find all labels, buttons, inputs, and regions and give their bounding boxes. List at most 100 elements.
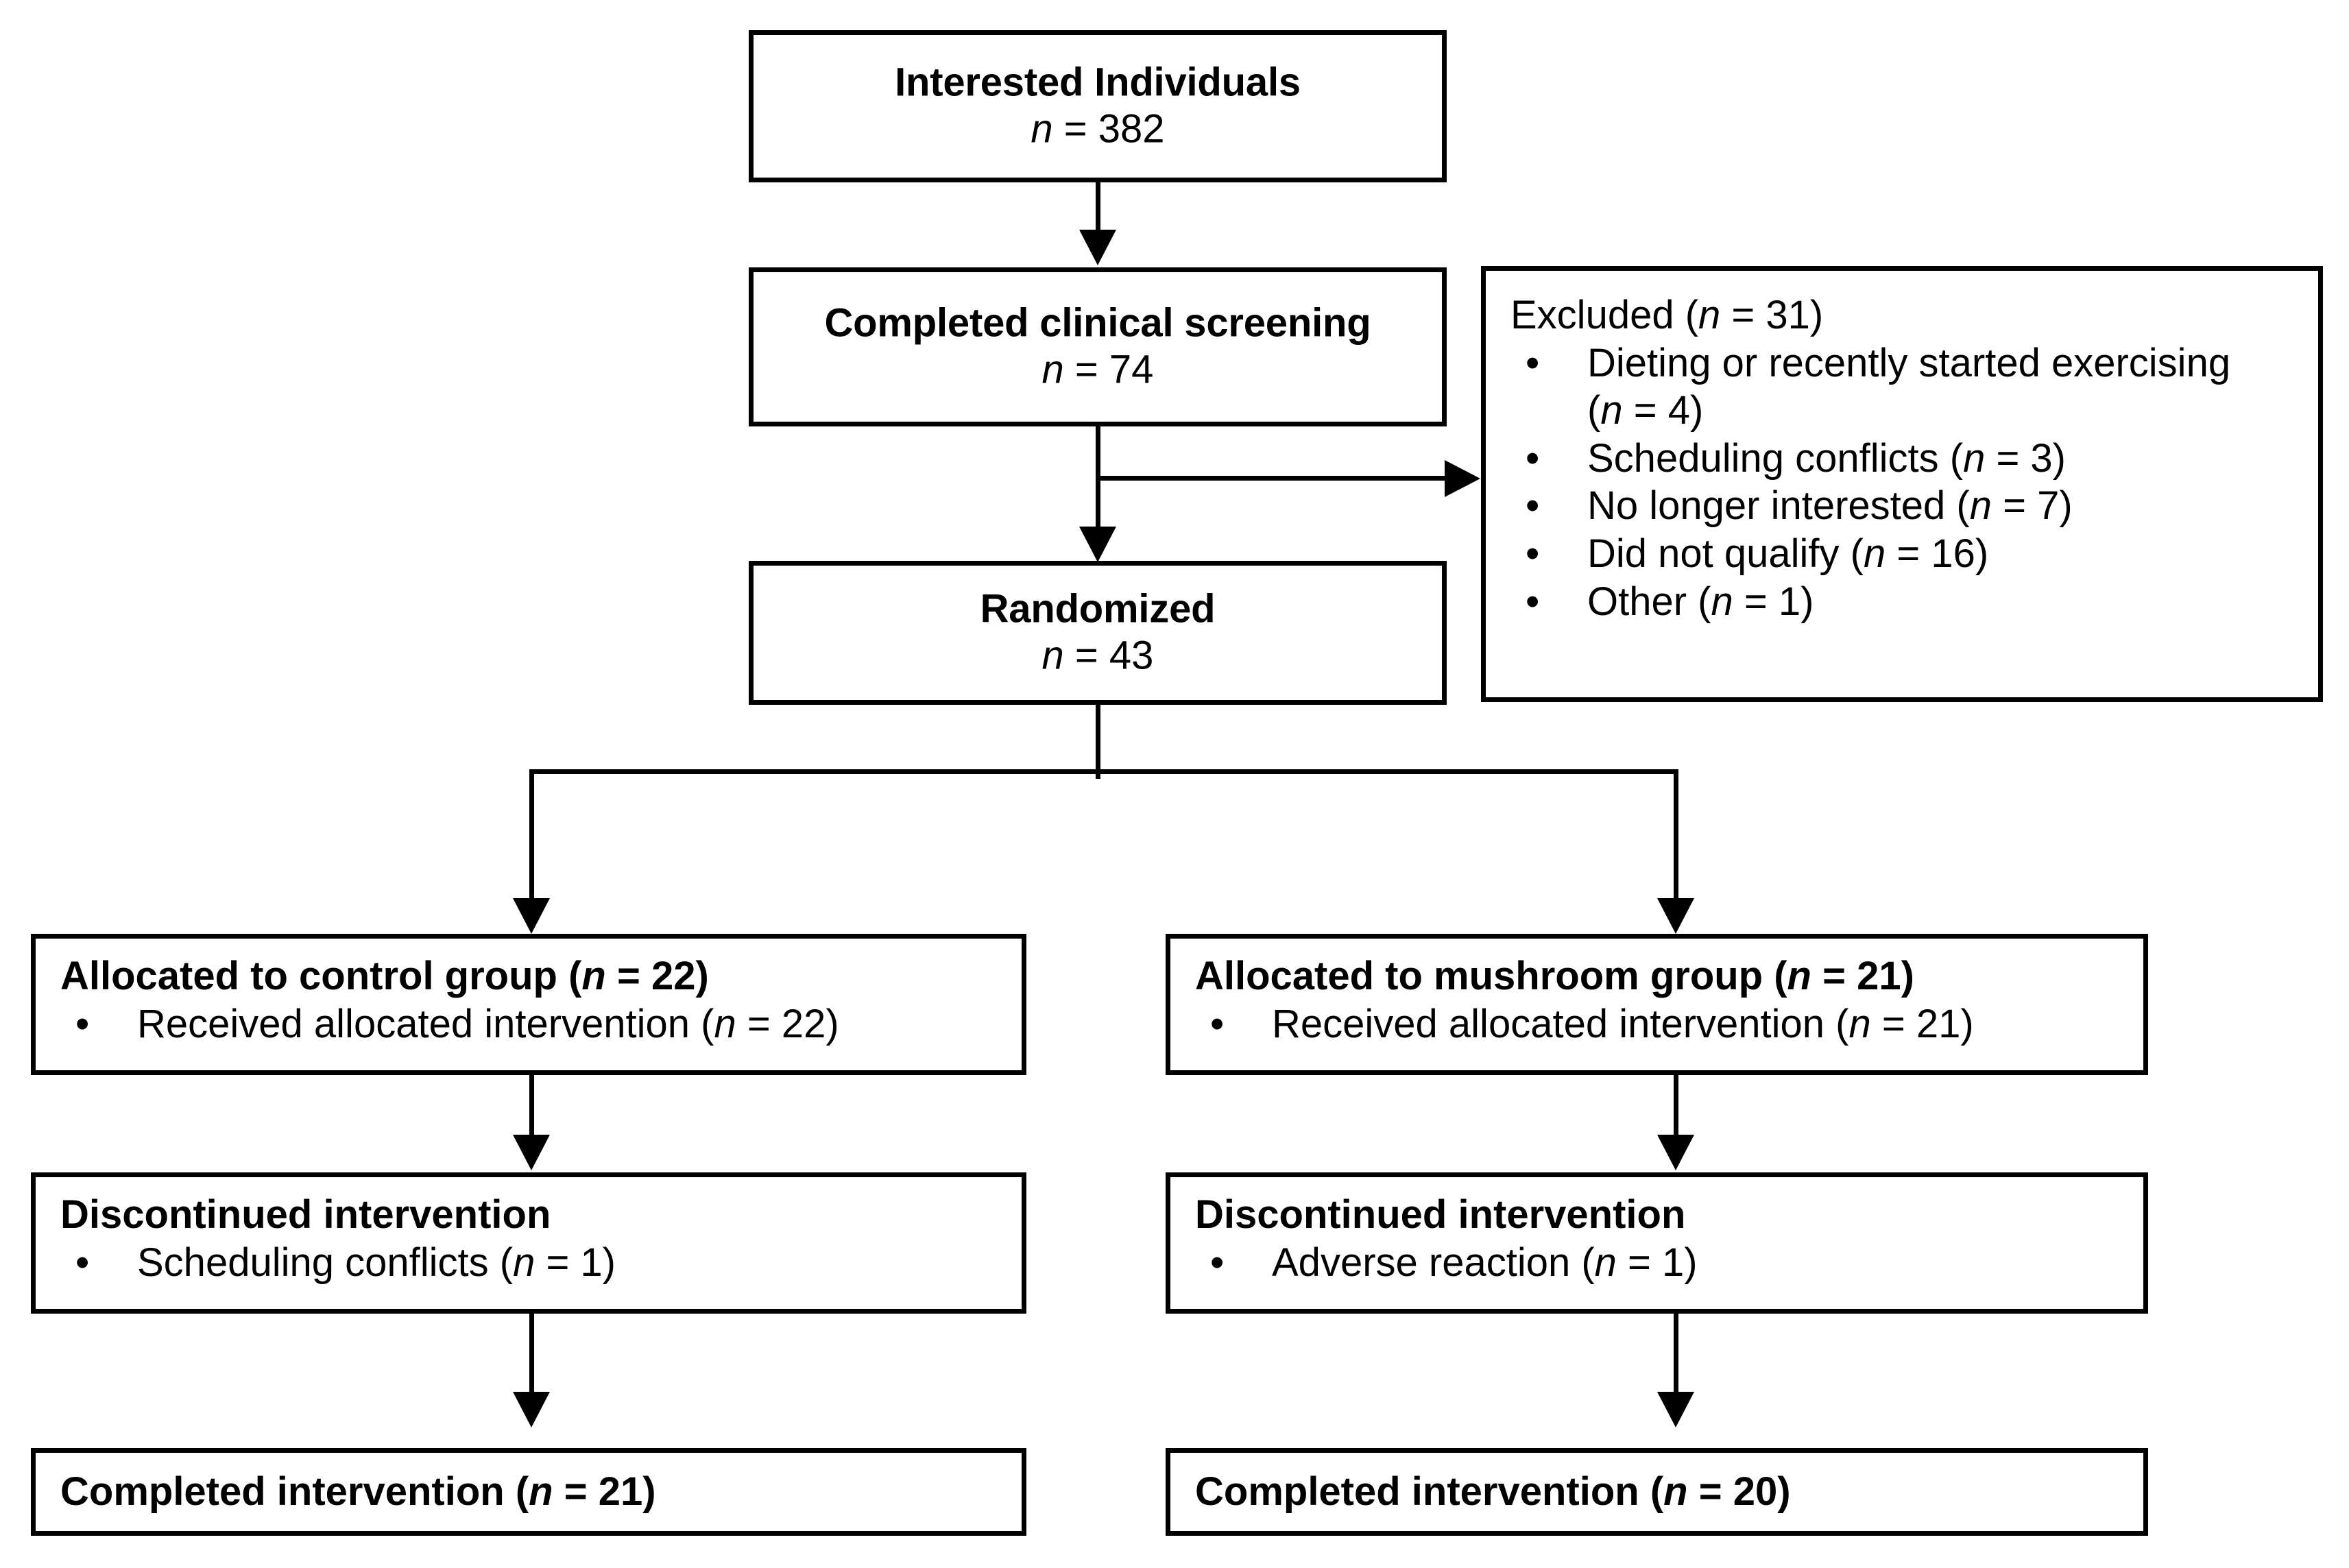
node-screening-title: Completed clinical screening [824,300,1371,346]
node-excluded: Excluded (n = 31) • Dieting or recently … [1481,266,2323,702]
arrowhead-control-allocated-to-discontinued [513,1135,550,1170]
n-symbol: n [529,1469,553,1515]
n-value: = 4) [1622,388,1704,433]
node-interested-count: n = 382 [754,106,1442,153]
arrowhead-screening-to-excluded [1445,460,1480,497]
node-randomized-title: Randomized [980,586,1216,631]
bullet-icon: • [1210,1001,1225,1046]
n-value: = 43 [1063,634,1154,678]
n-value: = 22) [736,1001,839,1046]
heading-pre: Allocated to control group ( [60,954,582,998]
arrowhead-randomized-to-control [513,898,550,934]
connector-control-discontinued-to-completed [529,1314,534,1418]
n-symbol: n [1663,1469,1688,1515]
n-value: = 1) [1616,1240,1698,1285]
list-item: • Adverse reaction (n = 1) [1195,1239,2143,1287]
n-symbol: n [1031,107,1053,152]
bullet-icon: • [1526,531,1540,576]
n-value: = 16) [1886,531,1989,576]
n-value: = 3) [1985,435,2066,481]
list-item: • Dieting or recently started exercising… [1510,339,2318,435]
bullet-icon: • [1526,579,1540,624]
n-value: = 1) [535,1240,616,1285]
n-value: = 31) [1720,293,1824,337]
bullet-text: Received allocated intervention ( [137,1001,714,1046]
connector-randomized-stem [1096,705,1100,779]
connector-mushroom-allocated-to-discontinued [1674,1075,1678,1163]
bullet-icon: • [75,1001,90,1046]
reason-text: Other ( [1587,579,1711,624]
connector-randomized-split-bar [529,769,1678,774]
bullet-icon: • [1526,435,1540,481]
arrowhead-control-discontinued-to-completed [513,1392,550,1427]
completed-control-heading: Completed intervention (n = 21) [60,1468,1022,1516]
reason-count-open: ( [1587,388,1601,433]
list-item: • Received allocated intervention (n = 2… [60,1000,1022,1048]
list-item: • Scheduling conflicts (n = 1) [60,1239,1022,1287]
node-completed-control: Completed intervention (n = 21) [31,1448,1026,1536]
bullet-icon: • [1210,1240,1225,1285]
connector-randomized-to-mushroom [1674,769,1678,928]
allocated-control-list: • Received allocated intervention (n = 2… [60,1000,1022,1048]
list-item: • Did not qualify (n = 16) [1510,530,2318,578]
bullet-text: Scheduling conflicts ( [137,1240,514,1285]
excluded-heading-pre: Excluded ( [1510,293,1699,337]
n-symbol: n [1594,1240,1617,1285]
n-value: = 74 [1063,348,1154,392]
reason-text: Scheduling conflicts ( [1587,435,1964,481]
n-symbol: n [581,954,606,998]
connector-control-allocated-to-discontinued [529,1075,534,1163]
node-allocated-control: Allocated to control group (n = 22) • Re… [31,934,1026,1075]
n-symbol: n [714,1001,736,1046]
allocated-control-heading: Allocated to control group (n = 22) [60,952,1022,1000]
n-value: = 382 [1052,107,1165,152]
n-symbol: n [1969,483,1992,529]
excluded-reason-list: • Dieting or recently started exercising… [1510,339,2318,626]
connector-interested-to-screening [1096,182,1100,240]
list-item: • Other (n = 1) [1510,578,2318,626]
connector-screening-to-randomized [1096,426,1100,536]
list-item: • Scheduling conflicts (n = 3) [1510,435,2318,483]
n-value: = 21) [1811,954,1914,998]
n-value: = 21) [1870,1001,1974,1046]
node-randomized: Randomized n = 43 [749,561,1447,705]
arrowhead-randomized-to-mushroom [1657,898,1694,934]
allocated-mushroom-list: • Received allocated intervention (n = 2… [1195,1000,2143,1048]
discontinued-control-list: • Scheduling conflicts (n = 1) [60,1239,1022,1287]
discontinued-mushroom-list: • Adverse reaction (n = 1) [1195,1239,2143,1287]
node-discontinued-control: Discontinued intervention • Scheduling c… [31,1172,1026,1314]
reason-text: No longer interested ( [1587,483,1970,529]
connector-randomized-to-control [529,769,534,928]
bullet-text: Adverse reaction ( [1272,1240,1595,1285]
discontinued-mushroom-heading: Discontinued intervention [1195,1192,1686,1237]
allocated-mushroom-heading: Allocated to mushroom group (n = 21) [1195,952,2143,1000]
arrowhead-mushroom-discontinued-to-completed [1657,1392,1694,1427]
node-completed-clinical-screening: Completed clinical screening n = 74 [749,267,1447,426]
n-symbol: n [1698,293,1721,337]
bullet-icon: • [1526,483,1540,529]
n-symbol: n [1711,579,1733,624]
completed-mushroom-heading: Completed intervention (n = 20) [1195,1468,2143,1516]
arrowhead-interested-to-screening [1079,230,1116,265]
bullet-text: Received allocated intervention ( [1272,1001,1849,1046]
n-symbol: n [1848,1001,1871,1046]
n-symbol: n [1041,348,1064,392]
n-value: = 1) [1733,579,1814,624]
list-item: • Received allocated intervention (n = 2… [1195,1000,2143,1048]
list-item: • No longer interested (n = 7) [1510,482,2318,530]
node-interested-title: Interested Individuals [895,60,1301,105]
n-symbol: n [1863,531,1886,576]
n-value: = 22) [605,954,709,998]
reason-text: Did not qualify ( [1587,531,1864,576]
connector-screening-to-excluded [1096,476,1447,481]
node-discontinued-mushroom: Discontinued intervention • Adverse reac… [1166,1172,2148,1314]
n-value: = 7) [1992,483,2073,529]
connector-mushroom-discontinued-to-completed [1674,1314,1678,1418]
node-randomized-count: n = 43 [754,633,1442,679]
n-value: = 21) [553,1469,656,1515]
node-interested-individuals: Interested Individuals n = 382 [749,30,1447,182]
n-symbol: n [513,1240,535,1285]
heading-pre: Completed intervention ( [1195,1469,1664,1515]
n-symbol: n [1963,435,1986,481]
